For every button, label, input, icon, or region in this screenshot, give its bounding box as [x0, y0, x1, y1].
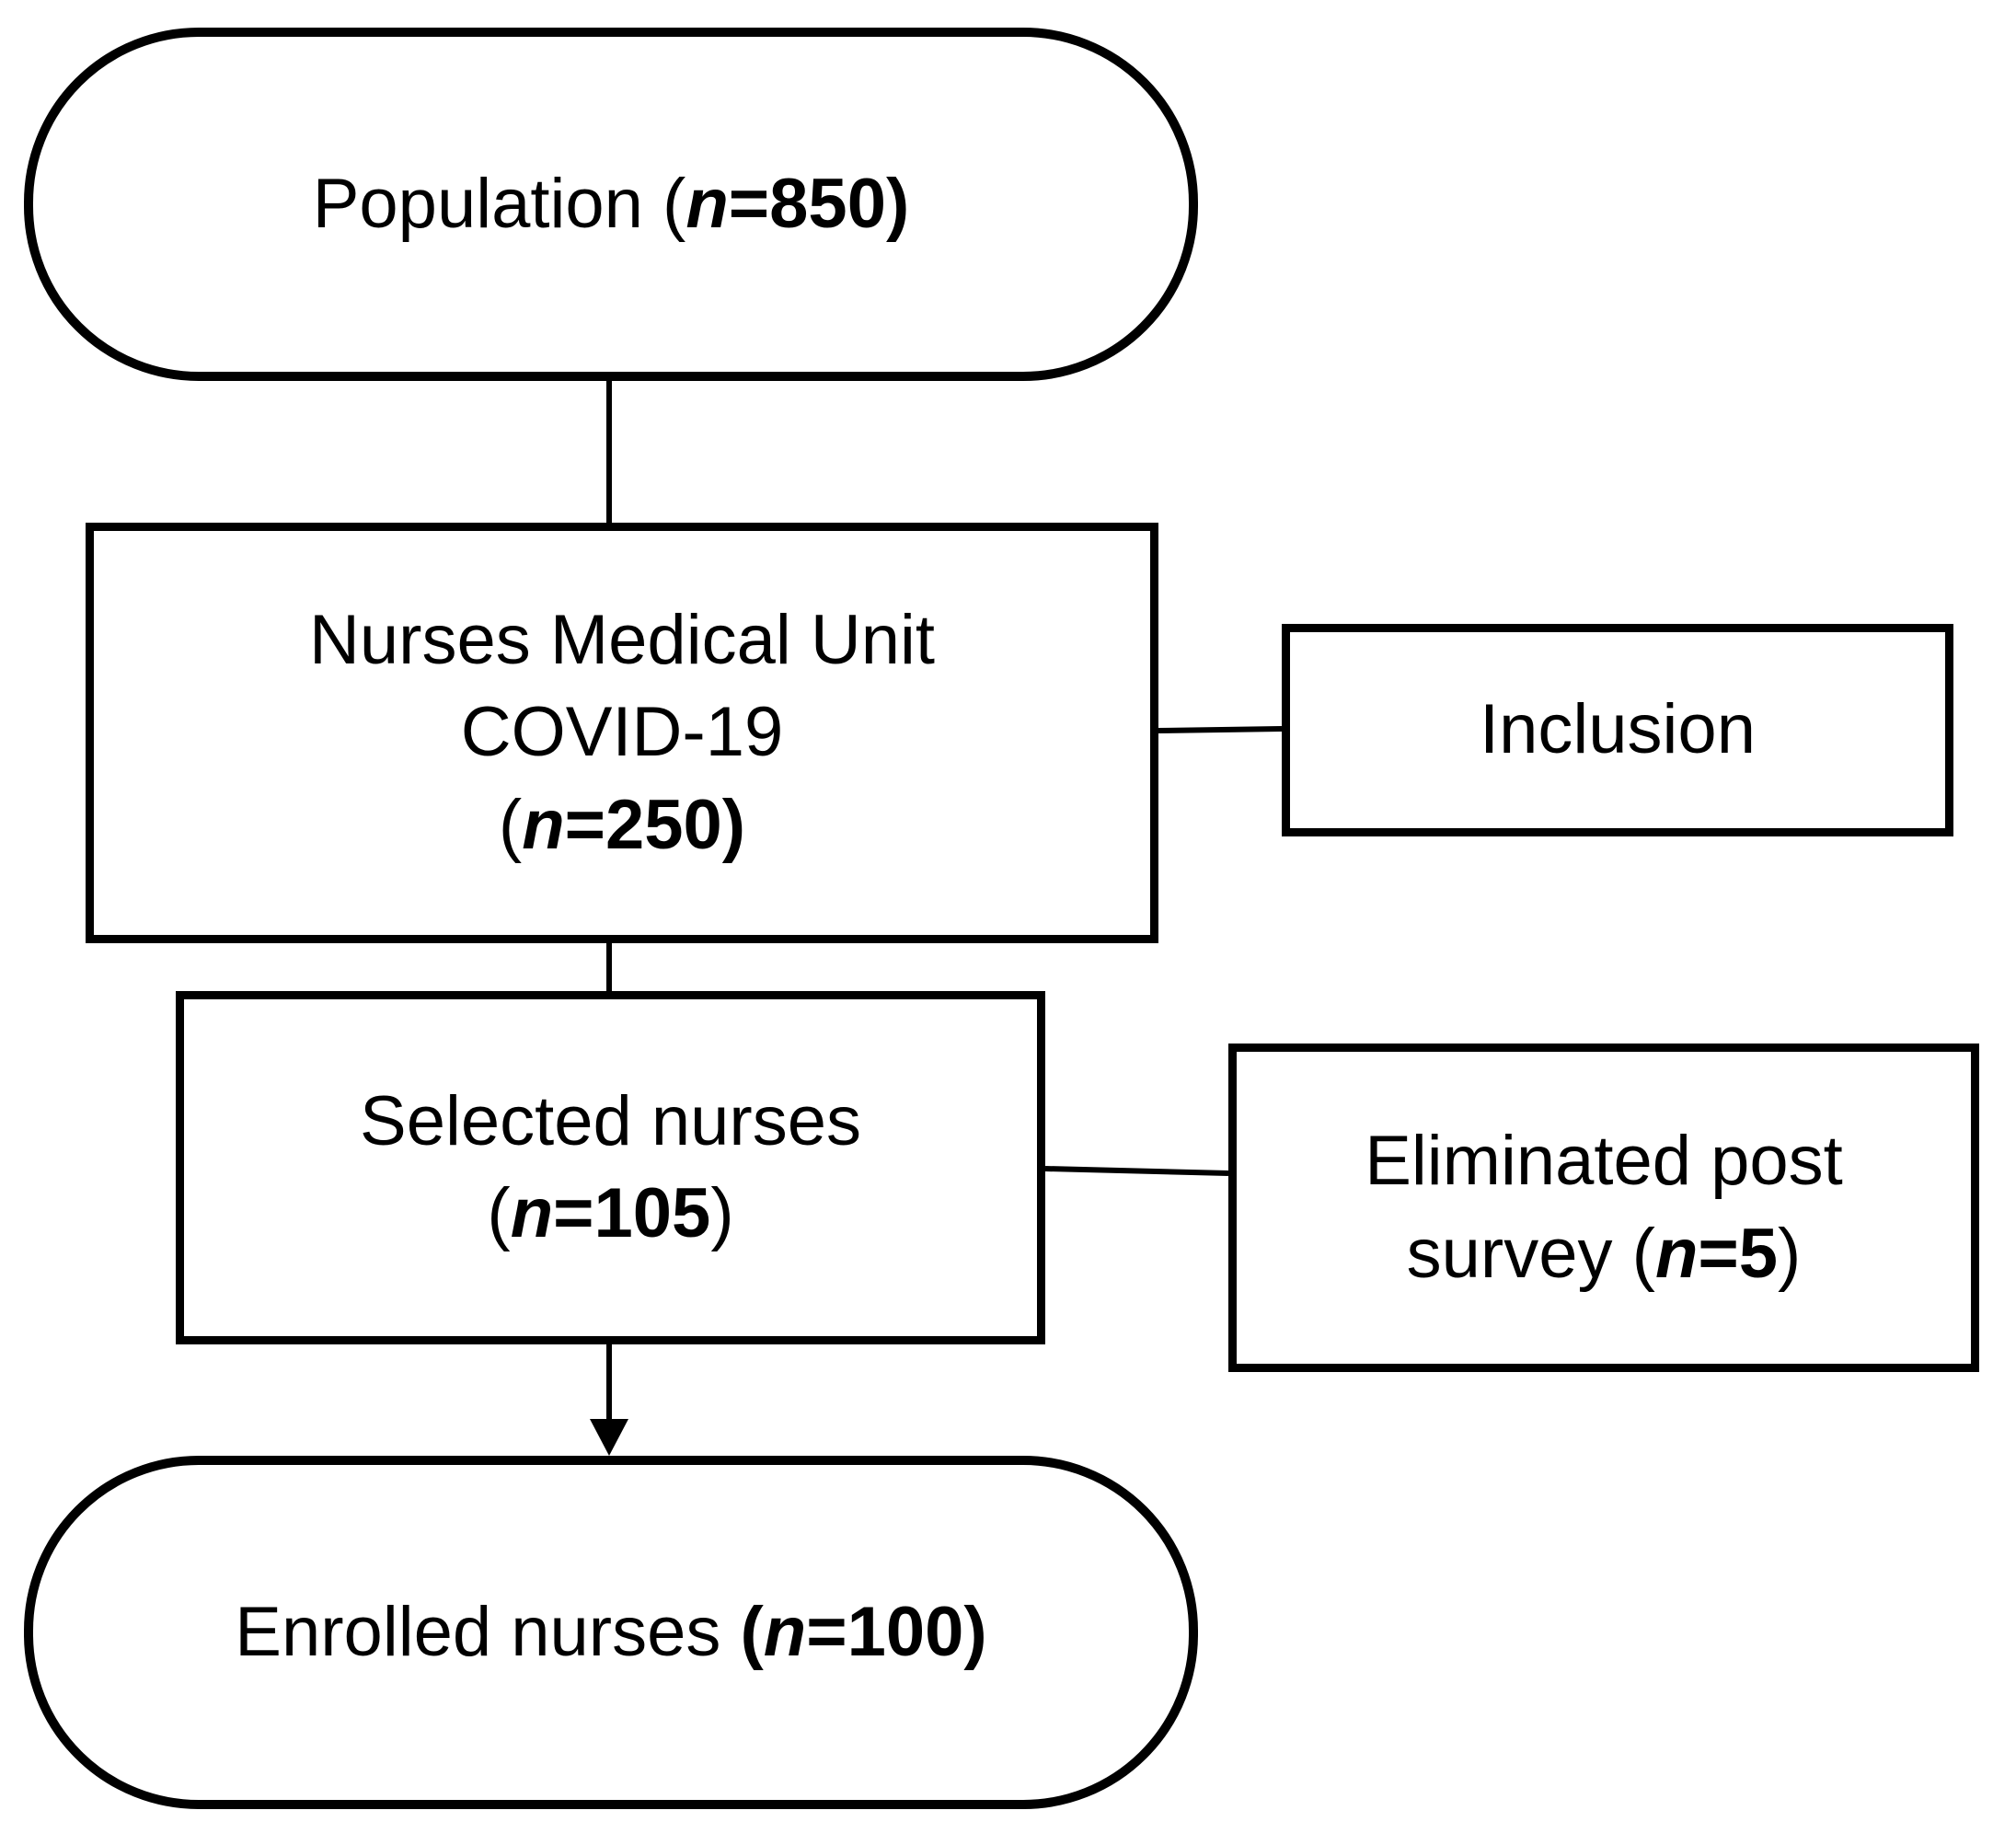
eliminated-post-survey-node: Eliminated post survey (n=5)	[1228, 1044, 1979, 1372]
population-text: Population (n=850)	[313, 158, 910, 250]
selected-nurses-node: Selected nurses (n=105)	[176, 991, 1045, 1344]
nurses-unit-line1: Nurses Medical Unit	[309, 601, 935, 680]
selected-n-value: =105	[553, 1174, 711, 1252]
nurses-medical-unit-node: Nurses Medical Unit COVID-19 (n=250)	[86, 523, 1158, 943]
nurses-unit-count: (n=250)	[499, 779, 745, 871]
nurses-unit-n-value: =250)	[564, 785, 746, 864]
population-n-prefix: (	[642, 164, 686, 243]
enrolled-text: Enrolled nurses (n=100)	[235, 1586, 986, 1678]
enrolled-n-open: (	[740, 1592, 764, 1671]
enrolled-n-value: =100)	[806, 1592, 987, 1671]
selected-count: (n=105)	[487, 1168, 733, 1260]
nurses-unit-n-var: n	[522, 785, 565, 864]
population-label: Population	[312, 164, 643, 243]
eliminated-line1: Eliminated post	[1365, 1122, 1843, 1201]
eliminated-n-var: n	[1654, 1214, 1699, 1293]
eliminated-line2-prefix: survey (	[1406, 1214, 1655, 1293]
edge-selected-to-eliminated	[1044, 1166, 1229, 1176]
selected-n-var: n	[510, 1174, 554, 1252]
enrolled-n-var: n	[763, 1592, 807, 1671]
nurses-unit-line2: COVID-19	[460, 693, 784, 772]
eliminated-n-close: )	[1778, 1214, 1802, 1293]
nurses-unit-n-open: (	[498, 785, 523, 864]
edge-nurses-unit-to-inclusion	[1158, 726, 1283, 733]
selected-line1: Selected nurses	[360, 1081, 861, 1160]
selected-n-open: (	[487, 1174, 511, 1252]
selected-n-close: )	[710, 1174, 734, 1252]
enrolled-label: Enrolled nurses	[235, 1592, 741, 1671]
inclusion-node: Inclusion	[1282, 624, 1953, 836]
population-n-value: =850)	[728, 164, 910, 243]
arrowhead-to-enrolled	[590, 1419, 628, 1456]
inclusion-label: Inclusion	[1480, 690, 1756, 769]
enrolled-nurses-node: Enrolled nurses (n=100)	[24, 1456, 1198, 1809]
population-n-var: n	[685, 164, 729, 243]
eliminated-line2: survey (n=5)	[1407, 1208, 1802, 1300]
eliminated-n-value: =5	[1698, 1214, 1779, 1293]
population-node: Population (n=850)	[24, 28, 1198, 381]
